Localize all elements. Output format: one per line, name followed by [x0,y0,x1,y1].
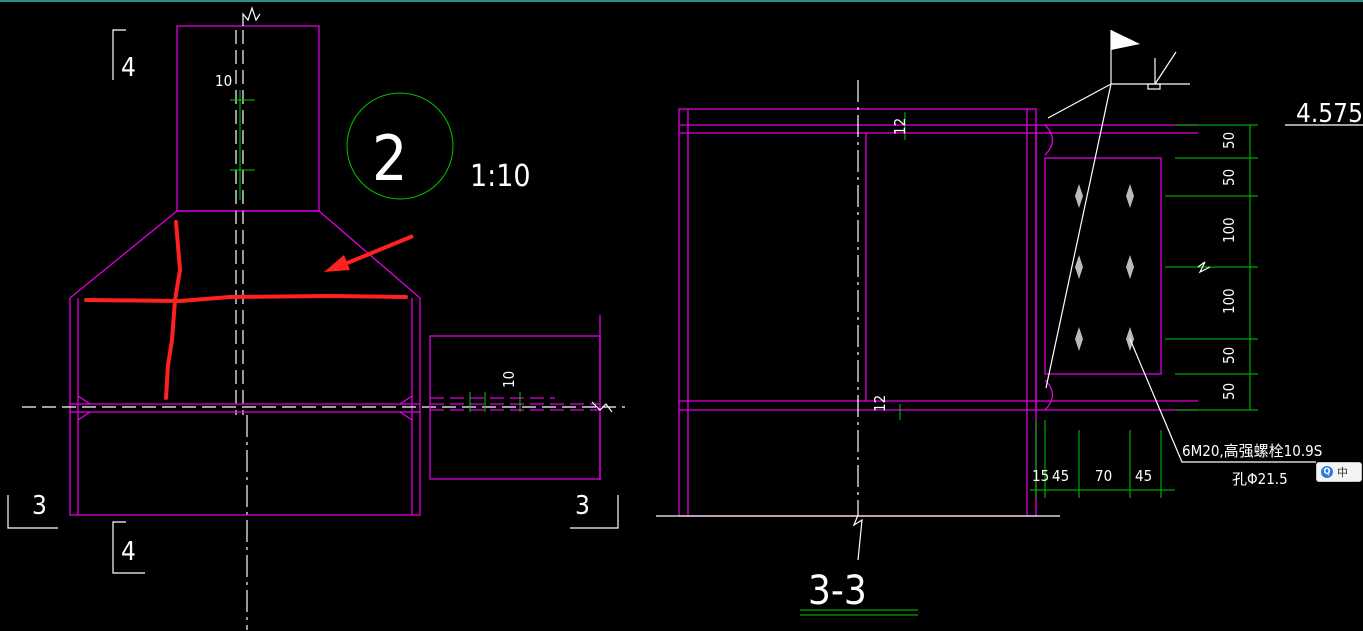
section-3-3: 50 50 100 100 50 50 15 45 70 45 12 12 [656,30,1363,616]
red-markup-vertical [164,220,183,400]
red-markup [84,220,414,400]
hdim-4: 45 [1135,467,1152,485]
vdim-1: 50 [1220,132,1238,149]
vertical-dimension-chain [1165,124,1258,411]
weld-corner-1 [77,395,91,405]
bolt-group [1075,184,1134,351]
break-symbol-top [242,6,261,26]
bolt-2 [1126,184,1134,208]
beam-weld-label: 10 [500,371,518,388]
column-stub [176,25,320,212]
horizontal-dimension-chain [1030,420,1175,498]
weld-leader-1 [1047,83,1112,119]
section-title: 3-3 [808,568,867,614]
weld-leader-2 [1045,83,1112,389]
detail-bubble [346,92,454,200]
vdim-6: 50 [1220,383,1238,400]
bolt-3 [1075,255,1083,279]
beam-stub [429,335,601,480]
section-mark-4-top: 4 [121,53,136,83]
flange-thickness-bottom: 12 [871,395,889,412]
bolt-note: 6M20,高强螺栓10.9S [1182,442,1322,460]
weld-corner-3 [399,395,413,405]
section-mark-3-left: 3 [32,491,47,521]
ime-indicator[interactable]: Q 中 [1316,462,1362,482]
vdim-4: 100 [1220,288,1238,314]
detail-number: 2 [372,122,407,195]
bolt-leader [1129,338,1316,463]
window-top-border [0,0,1363,2]
shear-plate [1044,157,1162,375]
connection-body [69,210,421,516]
ime-language-label: 中 [1337,466,1348,479]
weld-flag [1111,30,1140,50]
bolt-5 [1075,327,1083,351]
section-mark-left [7,495,58,529]
section-mark-top-left [112,29,126,80]
red-arrow-head [324,255,350,272]
weld-corner-4 [399,411,413,421]
hdim-3: 70 [1095,467,1112,485]
flange-thickness-top: 12 [891,118,909,135]
weld-corner-2 [77,411,91,421]
hdim-1: 15 [1032,467,1049,485]
section-mark-3-right: 3 [575,491,590,521]
red-arrow-shaft [339,234,414,268]
vdim-2: 50 [1220,169,1238,186]
red-markup-horizontal [84,293,408,304]
vdim-3: 100 [1220,217,1238,243]
weld-symbol [1045,30,1190,389]
hole-note: 孔Φ21.5 [1232,470,1288,488]
section-mark-right [570,495,619,529]
break-symbol-beam [591,401,613,413]
bolt-1 [1075,184,1083,208]
elevation-value: 4.575 [1296,99,1363,129]
break-symbol-section [852,505,863,561]
ime-logo-icon: Q [1321,466,1333,478]
cope-top [1044,124,1054,156]
cope-bottom [1044,379,1054,411]
bolt-4 [1126,255,1134,279]
section-mark-4-bottom: 4 [121,537,136,567]
hdim-2: 45 [1052,467,1069,485]
weld-size-label: 10 [215,72,232,90]
left-detail: 10 10 2 1:10 4 4 3 3 [7,6,625,630]
section-mark-bottom-left [112,521,145,574]
detail-scale: 1:10 [470,159,531,194]
fillet-symbol [1154,51,1177,85]
vdim-5: 50 [1220,347,1238,364]
